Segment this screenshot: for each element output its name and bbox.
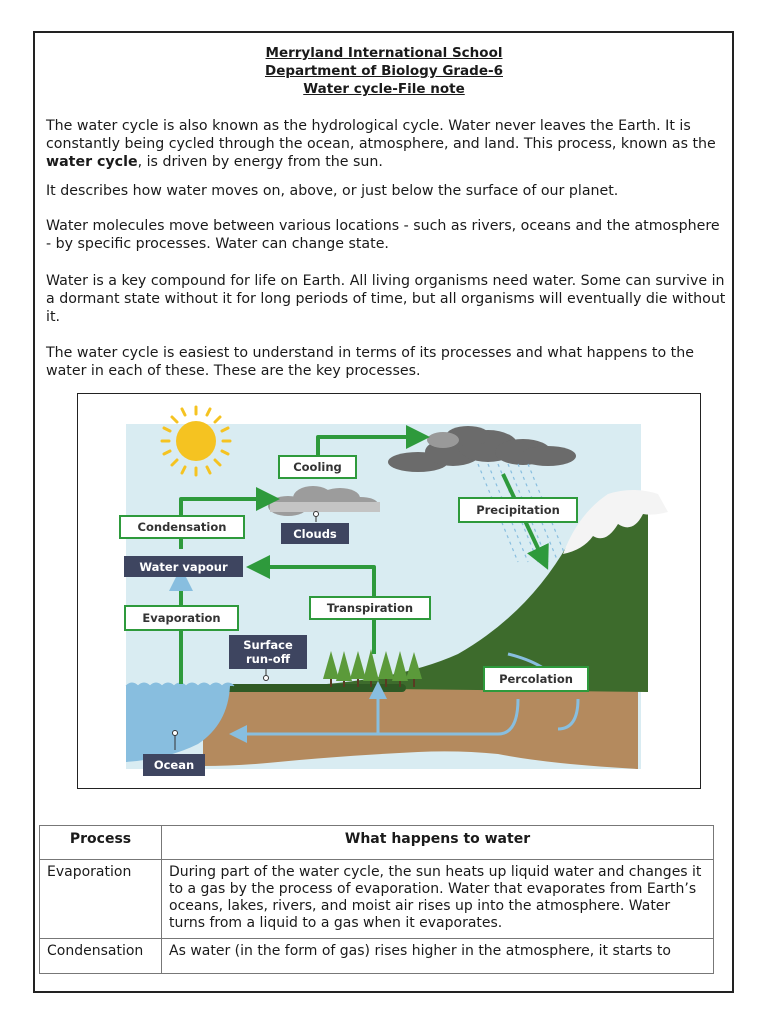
intro-paragraph-5: The water cycle is easiest to understand…	[46, 344, 726, 380]
table-header-row: Process What happens to water	[40, 826, 714, 860]
label-water-vapour: Water vapour	[139, 560, 228, 574]
document-title: Water cycle-File note	[0, 81, 768, 98]
header-what-happens: What happens to water	[162, 826, 714, 860]
label-precipitation: Precipitation	[476, 503, 560, 517]
table-row: Condensation As water (in the form of ga…	[40, 939, 714, 974]
row-process: Evaporation	[40, 860, 162, 939]
row-process: Condensation	[40, 939, 162, 974]
row-description: During part of the water cycle, the sun …	[162, 860, 714, 939]
label-surface-runoff-line1: Surface	[243, 638, 293, 652]
intro-paragraph-4: Water is a key compound for life on Eart…	[46, 272, 726, 326]
header-process: Process	[40, 826, 162, 860]
label-percolation: Percolation	[499, 672, 573, 686]
label-clouds: Clouds	[293, 527, 337, 541]
row-description: As water (in the form of gas) rises high…	[162, 939, 714, 974]
intro-paragraph-1: The water cycle is also known as the hyd…	[46, 117, 726, 171]
label-transpiration: Transpiration	[327, 601, 413, 615]
label-condensation: Condensation	[138, 520, 227, 534]
label-cooling: Cooling	[293, 460, 342, 474]
label-surface-runoff-line2: run-off	[246, 652, 291, 666]
water-cycle-diagram: Cooling Precipitation Condensation Evapo…	[77, 393, 701, 789]
department-name: Department of Biology Grade-6	[0, 63, 768, 80]
label-ocean: Ocean	[154, 758, 194, 772]
process-table: Process What happens to water Evaporatio…	[39, 825, 714, 974]
intro-paragraph-2: It describes how water moves on, above, …	[46, 182, 726, 200]
intro-paragraph-3: Water molecules move between various loc…	[46, 217, 726, 253]
label-evaporation: Evaporation	[142, 611, 220, 625]
school-name: Merryland International School	[0, 45, 768, 62]
table-row: Evaporation During part of the water cyc…	[40, 860, 714, 939]
